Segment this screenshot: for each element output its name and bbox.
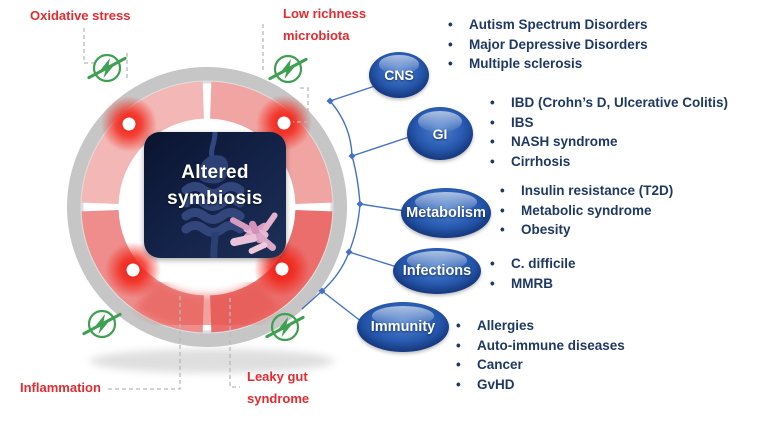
- list-item-text: C. difficile: [511, 256, 576, 271]
- list-item: • Major Depressive Disorders: [448, 35, 648, 55]
- immunity-condition-list: • Allergies • Auto-immune diseases • Can…: [456, 316, 625, 394]
- bullet-icon: •: [490, 114, 495, 130]
- list-item-text: IBS: [511, 114, 534, 130]
- bullet-icon: •: [456, 337, 461, 353]
- gi-condition-list: • IBD (Crohn’s D, Ulcerative Colitis) • …: [490, 93, 728, 171]
- label-low-richness-line2: microbiota: [283, 28, 350, 43]
- list-item-text: Cirrhosis: [511, 153, 571, 169]
- list-item: • Allergies: [456, 316, 625, 336]
- list-item-text: Cancer: [477, 357, 523, 372]
- connector-nodes: [318, 97, 364, 295]
- no-energy-icon: [80, 309, 124, 339]
- cns-condition-list: • Autism Spectrum Disorders • Major Depr…: [448, 15, 648, 74]
- list-item: • IBS: [490, 113, 728, 133]
- bullet-icon: •: [490, 134, 495, 149]
- category-label: GI: [432, 125, 448, 142]
- infections-condition-list: • C. difficile • MMRB: [490, 254, 576, 293]
- ground-shadow: [90, 349, 334, 373]
- bullet-icon: •: [490, 256, 495, 271]
- altered-symbiosis-image: Altered symbiosis: [144, 132, 286, 258]
- category-oval-gi: GI: [407, 107, 473, 160]
- label-low-richness-line1: Low richness: [283, 6, 367, 21]
- bullet-icon: •: [500, 222, 505, 237]
- bullet-icon: •: [448, 56, 453, 71]
- bullet-icon: •: [490, 275, 495, 291]
- list-item: • MMRB: [490, 274, 576, 294]
- label-leaky-gut-syndrome: Leaky gut syndrome: [247, 366, 309, 410]
- bullet-icon: •: [490, 95, 495, 110]
- outer-gray-ring: [67, 67, 347, 347]
- list-item: • Obesity: [500, 220, 673, 240]
- list-item-text: Multiple sclerosis: [469, 56, 583, 71]
- bullet-icon: •: [456, 318, 461, 333]
- category-label: Immunity: [370, 319, 436, 335]
- category-oval-immunity: Immunity: [357, 302, 449, 352]
- bullet-icon: •: [500, 202, 505, 218]
- bacteria-illustration: [229, 212, 278, 254]
- category-oval-cns: CNS: [369, 52, 429, 98]
- list-item: • C. difficile: [490, 254, 576, 274]
- no-energy-icon: [85, 53, 129, 83]
- list-item-text: Obesity: [521, 222, 571, 237]
- list-item: • Metabolic syndrome: [500, 201, 673, 221]
- label-low-richness-microbiota: Low richness microbiota: [283, 3, 366, 47]
- list-item-text: Major Depressive Disorders: [469, 36, 648, 52]
- list-item-text: Auto-immune diseases: [477, 337, 625, 353]
- category-label: Infections: [402, 263, 472, 279]
- category-label: CNS: [384, 67, 414, 83]
- list-item: • Insulin resistance (T2D): [500, 181, 673, 201]
- no-energy-icon: [266, 54, 310, 84]
- category-label: Metabolism: [406, 205, 486, 221]
- list-item-text: MMRB: [511, 275, 553, 291]
- list-item: • Auto-immune diseases: [456, 336, 625, 356]
- list-item: • NASH syndrome: [490, 132, 728, 152]
- list-item: • Cancer: [456, 355, 625, 375]
- category-oval-metabolism: Metabolism: [401, 188, 491, 238]
- list-item: • GvHD: [456, 375, 625, 395]
- bullet-icon: •: [448, 17, 453, 32]
- list-item-text: Allergies: [477, 318, 535, 333]
- label-leaky-gut-line1: Leaky gut: [247, 369, 308, 384]
- gut-illustration: [181, 132, 278, 258]
- center-title-line1: Altered: [181, 162, 249, 183]
- list-item-text: NASH syndrome: [511, 134, 618, 149]
- category-oval-infections: Infections: [393, 248, 481, 294]
- center-title-line2: symbiosis: [167, 188, 263, 209]
- dashed-pointers: [83, 24, 309, 390]
- bullet-icon: •: [456, 357, 461, 372]
- list-item: • Cirrhosis: [490, 152, 728, 172]
- label-oxidative-stress: Oxidative stress: [30, 8, 131, 23]
- bullet-icon: •: [456, 376, 461, 392]
- bullet-icon: •: [500, 183, 505, 198]
- list-item-text: GvHD: [477, 376, 515, 392]
- list-item-text: IBD (Crohn’s D, Ulcerative Colitis): [511, 95, 729, 110]
- list-item-text: Metabolic syndrome: [521, 202, 652, 218]
- list-item: • IBD (Crohn’s D, Ulcerative Colitis): [490, 93, 728, 113]
- metabolism-condition-list: • Insulin resistance (T2D) • Metabolic s…: [500, 181, 673, 240]
- list-item-text: Insulin resistance (T2D): [521, 183, 674, 198]
- list-item: • Multiple sclerosis: [448, 54, 648, 74]
- label-leaky-gut-line2: syndrome: [247, 391, 310, 406]
- list-item-text: Autism Spectrum Disorders: [469, 17, 648, 32]
- label-inflammation: Inflammation: [20, 380, 101, 395]
- bullet-icon: •: [448, 36, 453, 52]
- list-item: • Autism Spectrum Disorders: [448, 15, 648, 35]
- bullet-icon: •: [490, 153, 495, 169]
